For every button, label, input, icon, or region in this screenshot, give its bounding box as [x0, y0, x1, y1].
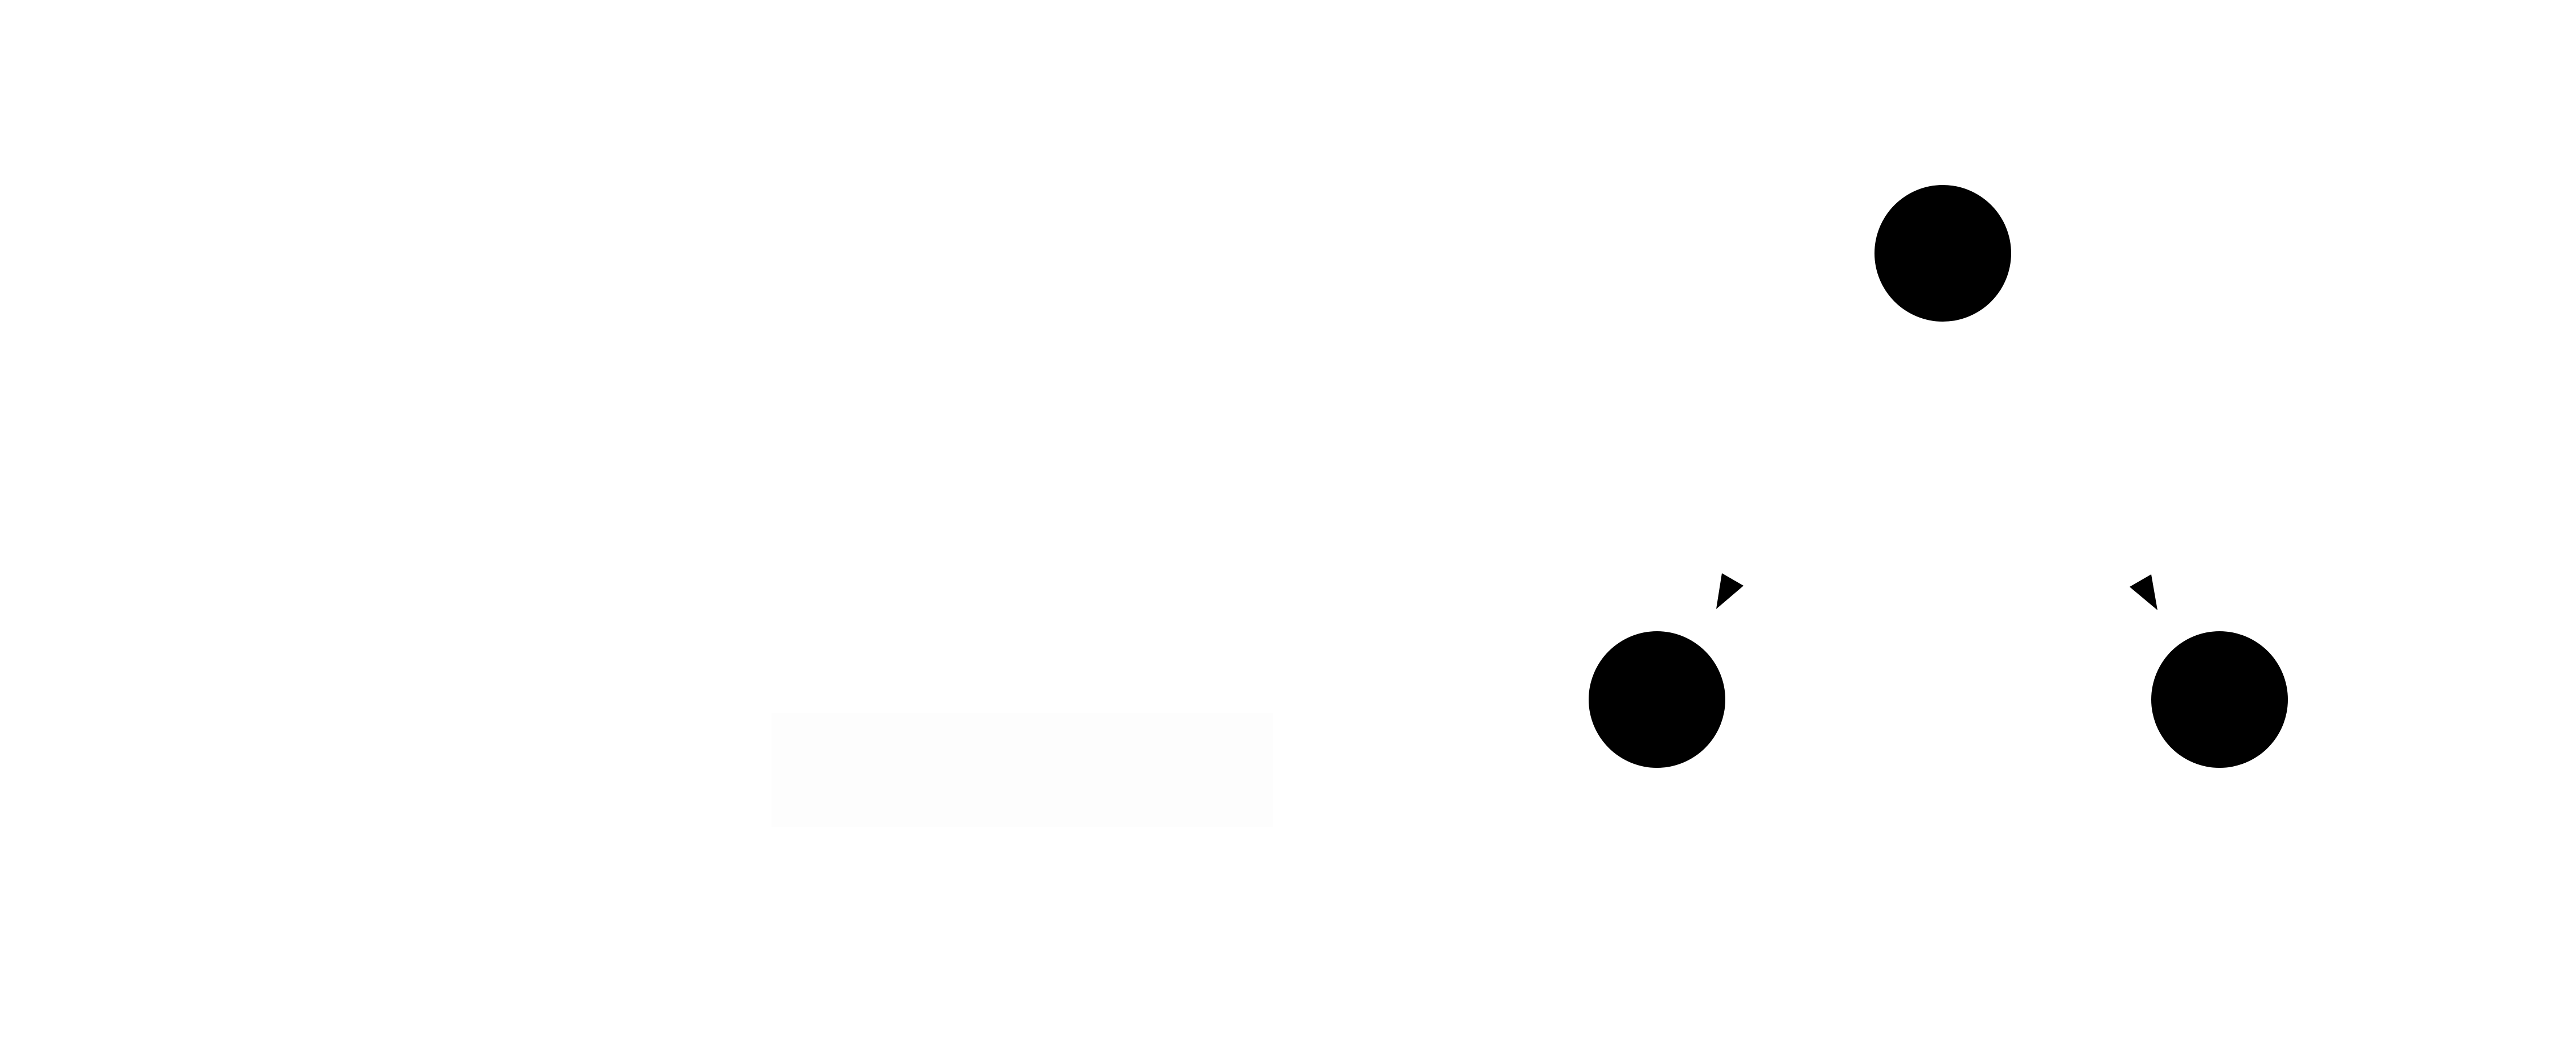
dynamic-scope-outline	[1369, 129, 2278, 879]
person-to-name-arrow	[1733, 428, 1818, 579]
instance-box	[772, 713, 1273, 827]
age-node-circle	[2151, 631, 2288, 768]
schema-code-box	[53, 50, 1284, 904]
person-node-circle	[1874, 185, 2011, 322]
person-to-age-arrowhead	[2130, 574, 2157, 610]
person-to-age-arrow	[2052, 428, 2140, 581]
name-node-circle	[1589, 631, 1725, 768]
person-to-name-arrowhead	[1716, 573, 1744, 609]
